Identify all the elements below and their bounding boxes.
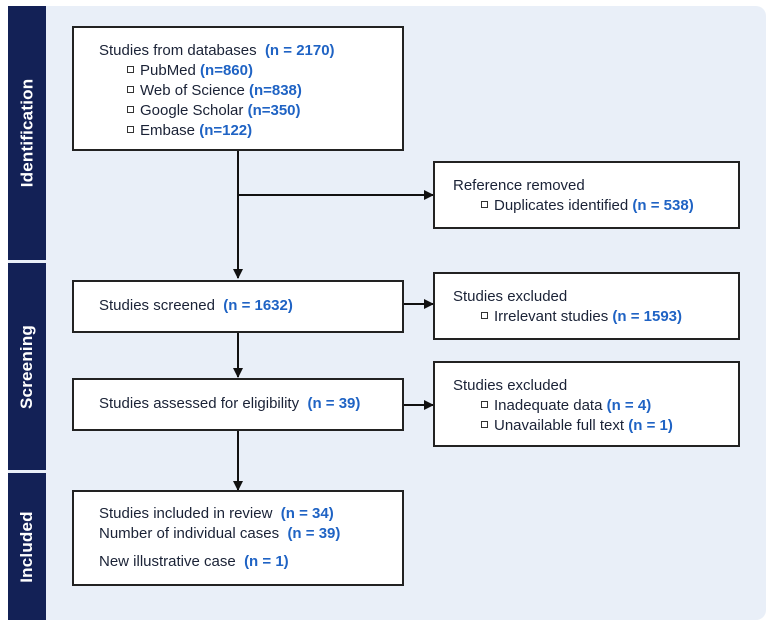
bullet-icon: [481, 400, 488, 408]
screened-count: (n = 1632): [223, 297, 293, 314]
excluded-label: Inadequate data: [494, 397, 603, 414]
source-item: Embase (n=122): [99, 121, 402, 141]
removed-count: (n = 538): [632, 197, 694, 214]
included-line: Number of individual cases (n = 39): [99, 524, 402, 544]
source-item: Google Scholar (n=350): [99, 101, 402, 121]
source-label: Web of Science: [140, 82, 245, 99]
included-line: New illustrative case (n = 1): [99, 552, 402, 572]
removed-title: Reference removed: [453, 177, 585, 194]
included-label: New illustrative case: [99, 553, 236, 570]
excluded-label: Unavailable full text: [494, 417, 625, 434]
phase-bar-screening: Screening: [8, 263, 46, 470]
included-box: Studies included in review (n = 34) Numb…: [72, 490, 404, 586]
excluded-title-2: Studies excluded: [453, 377, 568, 394]
identification-box: Studies from databases (n = 2170) PubMed…: [72, 26, 404, 151]
bullet-icon: [127, 105, 134, 113]
source-label: PubMed: [140, 62, 196, 79]
source-item: PubMed (n=860): [99, 61, 402, 81]
included-count: (n = 39): [287, 525, 341, 542]
eligibility-line: Studies assessed for eligibility (n = 39…: [99, 394, 402, 414]
excluded-count: (n = 4): [606, 397, 652, 414]
phase-bar-identification: Identification: [8, 6, 46, 260]
bullet-icon: [481, 311, 488, 319]
included-count: (n = 1): [244, 553, 289, 570]
identification-count: (n = 2170): [264, 42, 335, 59]
included-count: (n = 34): [280, 505, 334, 522]
removed-box: Reference removed Duplicates identified …: [433, 161, 740, 229]
source-label: Embase: [140, 122, 196, 139]
excluded-box-1: Studies excluded Irrelevant studies (n =…: [433, 272, 740, 340]
source-count: (n=350): [247, 102, 301, 119]
excluded-item: Inadequate data (n = 4): [453, 396, 738, 416]
included-line: Studies included in review (n = 34): [99, 504, 402, 524]
identification-title: Studies from databases: [99, 42, 257, 59]
excluded-count: (n = 1593): [612, 308, 683, 325]
eligibility-box: Studies assessed for eligibility (n = 39…: [72, 378, 404, 431]
bullet-icon: [481, 200, 488, 208]
identification-title-line: Studies from databases (n = 2170): [99, 41, 402, 61]
screened-line: Studies screened (n = 1632): [99, 296, 402, 316]
eligibility-count: (n = 39): [307, 395, 361, 412]
excluded-item: Irrelevant studies (n = 1593): [453, 307, 738, 327]
eligibility-label: Studies assessed for eligibility: [99, 395, 300, 412]
source-label: Google Scholar: [140, 102, 244, 119]
bullet-icon: [127, 65, 134, 73]
source-count: (n=122): [199, 122, 253, 139]
source-count: (n=860): [200, 62, 253, 79]
source-count: (n=838): [248, 82, 302, 99]
removed-label: Duplicates identified: [494, 197, 629, 214]
excluded-count: (n = 1): [628, 417, 673, 434]
removed-item: Duplicates identified (n = 538): [453, 196, 738, 216]
bullet-icon: [481, 420, 488, 428]
screened-label: Studies screened: [99, 297, 215, 314]
included-label: Studies included in review: [99, 505, 273, 522]
phase-bar-included: Included: [8, 473, 46, 620]
excluded-item: Unavailable full text (n = 1): [453, 416, 738, 436]
included-label: Number of individual cases: [99, 525, 280, 542]
excluded-box-2: Studies excluded Inadequate data (n = 4)…: [433, 361, 740, 447]
source-item: Web of Science (n=838): [99, 81, 402, 101]
excluded-label: Irrelevant studies: [494, 308, 609, 325]
excluded-title-1: Studies excluded: [453, 288, 568, 305]
screened-box: Studies screened (n = 1632): [72, 280, 404, 333]
bullet-icon: [127, 125, 134, 133]
bullet-icon: [127, 85, 134, 93]
